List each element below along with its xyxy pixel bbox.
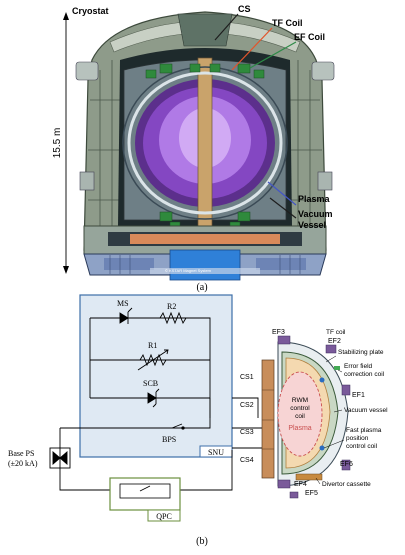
- ef2-label: EF2: [328, 338, 341, 345]
- coil-pointer-lines: [315, 355, 345, 485]
- ms-thyristor-symbol: [119, 307, 133, 324]
- plasma-b-label: Plasma: [288, 425, 311, 432]
- callout-lines: [214, 13, 297, 219]
- r1-label: R1: [148, 341, 157, 350]
- vacuum-vessel-label-line1: Vacuum: [298, 209, 333, 219]
- ef3-label: EF3: [272, 329, 285, 336]
- r1-resistor-symbol: [137, 349, 169, 371]
- cs3-label: CS3: [240, 429, 254, 436]
- rwm-label-line2: control: [290, 405, 310, 412]
- snu-label: SNU: [208, 448, 224, 457]
- r2-resistor-symbol: [159, 311, 187, 325]
- error-field-label-line2: correction coil: [344, 371, 385, 378]
- base-ps-symbol: [49, 447, 71, 469]
- rwm-label-line3: coil: [295, 413, 305, 420]
- stabilizing-plate-label: Stabilizing plate: [338, 349, 384, 356]
- ef4-label: EF4: [294, 481, 307, 488]
- qpc-label: QPC: [156, 512, 172, 521]
- vacuum-vessel-label-line2: Vessel: [298, 220, 326, 230]
- snu-box: [79, 294, 233, 458]
- bps-switch-symbol: [171, 423, 185, 430]
- plasma-label: Plasma: [298, 194, 331, 204]
- ef6-label: EF6: [340, 461, 353, 468]
- bps-label: BPS: [162, 435, 176, 444]
- r2-label: R2: [167, 302, 176, 311]
- coil-connection-wires: [232, 397, 259, 418]
- tf-coil-label: TF Coil: [272, 18, 303, 28]
- cs1-label: CS1: [240, 374, 254, 381]
- base-ps-label-line2: (±20 kA): [8, 459, 38, 468]
- ef1-label: EF1: [352, 392, 365, 399]
- error-field-label-line1: Error field: [344, 363, 373, 370]
- height-label: 15.5 m: [52, 128, 63, 159]
- cs-label: CS: [238, 4, 251, 14]
- circuit-wires: [59, 317, 262, 491]
- qpc-box: [109, 477, 181, 522]
- ef-coil-label: EF Coil: [294, 32, 325, 42]
- vacuum-vessel-b-label: Vacuum vessel: [344, 407, 388, 414]
- coil-cross-section: [261, 335, 351, 499]
- cs2-label: CS2: [240, 402, 254, 409]
- height-dimension-arrow: [63, 12, 69, 274]
- scb-symbol: [147, 388, 160, 408]
- tokamak-cutaway: © KSTAR Magnet System: [75, 11, 335, 281]
- rwm-label-line1: RWM: [292, 397, 308, 404]
- cryostat-label: Cryostat: [72, 6, 109, 16]
- base-ps-label-line1: Base PS: [8, 449, 34, 458]
- fast-plasma-label-line2: position: [346, 435, 369, 442]
- caption-b: (b): [196, 536, 208, 547]
- divertor-cassette-label: Divertor cassette: [322, 481, 371, 488]
- fast-plasma-label-line3: control coil: [346, 443, 378, 450]
- tf-coil-b-label: TF coil: [326, 329, 346, 336]
- ef5-label: EF5: [305, 490, 318, 497]
- scb-label: SCB: [143, 379, 158, 388]
- svg-text:© KSTAR Magnet System: © KSTAR Magnet System: [165, 268, 212, 273]
- ms-label: MS: [117, 299, 129, 308]
- fast-plasma-label-line1: Fast plasma: [346, 427, 382, 434]
- cs4-label: CS4: [240, 457, 254, 464]
- caption-a: (a): [196, 282, 207, 293]
